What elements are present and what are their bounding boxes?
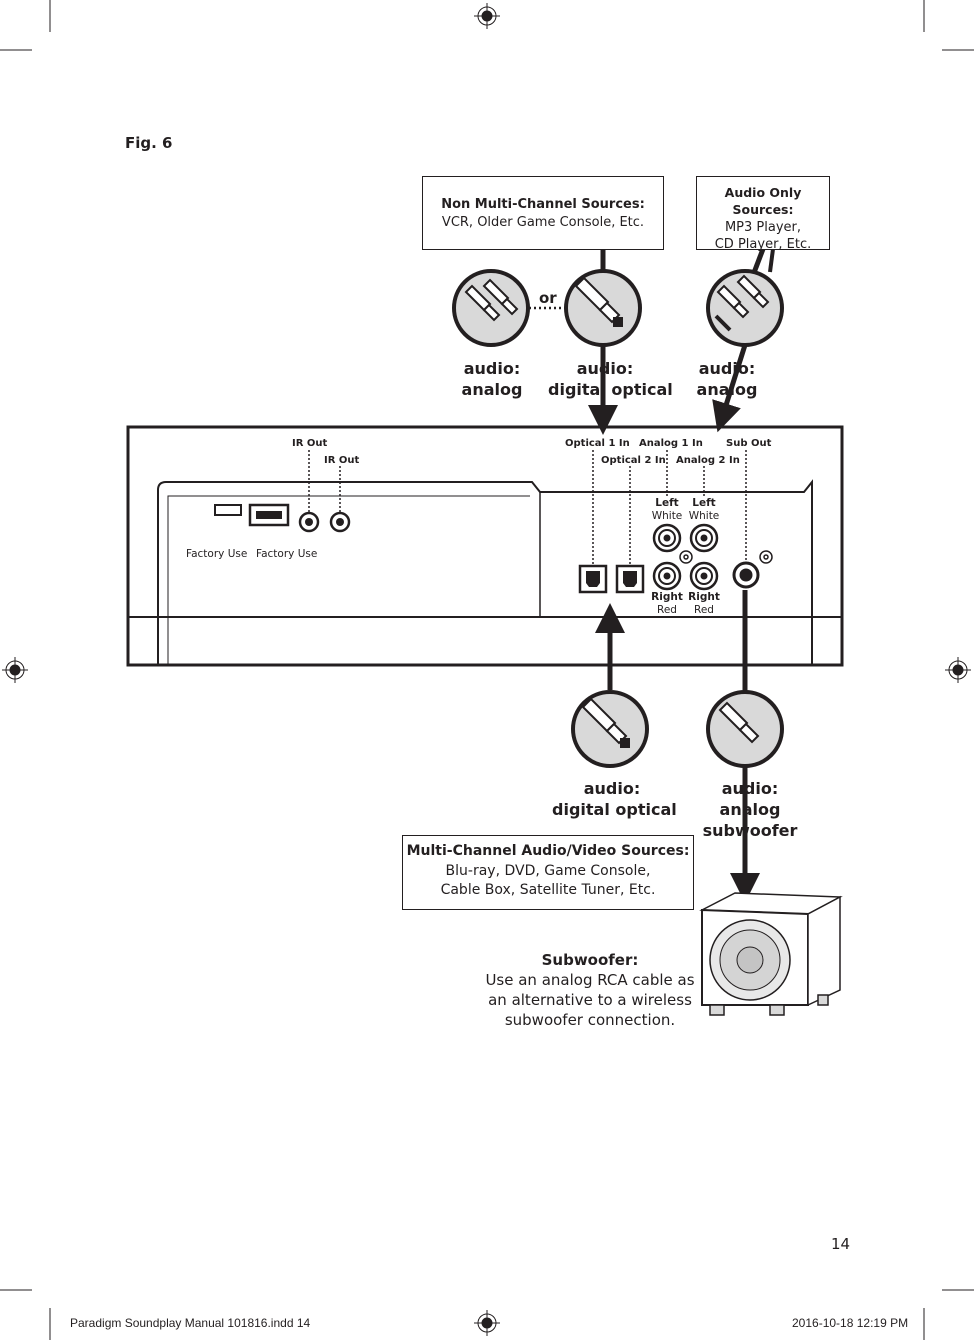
jack-color-label: Red bbox=[657, 604, 677, 616]
label-ir-out-2: IR Out bbox=[324, 455, 360, 466]
caption-line: audio: bbox=[721, 779, 779, 798]
audio-only-line2: CD Player, Etc. bbox=[714, 237, 812, 253]
caption-bottom-sub: audio: analog subwoofer bbox=[700, 778, 800, 841]
multi-channel-heading: Multi-Channel Audio/Video Sources: bbox=[406, 843, 690, 859]
arrow-analog-in bbox=[712, 344, 748, 433]
optical-1-port-icon bbox=[578, 564, 608, 594]
caption-line: digital optical bbox=[552, 800, 677, 819]
ir-out-jack-2-icon bbox=[329, 511, 351, 533]
screw-icon bbox=[679, 550, 693, 564]
caption-line: audio: bbox=[463, 359, 521, 378]
jack-side-label: Left bbox=[692, 497, 716, 509]
footer-timestamp: 2016-10-18 12:19 PM bbox=[792, 1316, 909, 1330]
jack-color-label: White bbox=[651, 510, 683, 522]
optical-2-port-icon bbox=[615, 564, 645, 594]
usb-port-icon bbox=[248, 503, 290, 527]
label-right-red-1: Right Red bbox=[647, 591, 687, 617]
analog-1-right-jack-icon bbox=[652, 561, 682, 591]
multi-channel-line1: Blu-ray, DVD, Game Console, bbox=[445, 862, 651, 879]
caption-top-optical: audio: digital optical bbox=[548, 358, 673, 400]
jack-side-label: Right bbox=[651, 591, 683, 603]
label-left-white-1: Left White bbox=[647, 497, 687, 523]
rca-pair-connector-icon bbox=[452, 269, 530, 347]
audio-only-line1: MP3 Player, bbox=[724, 219, 802, 235]
caption-line: analog bbox=[461, 380, 523, 399]
factory-port-small-icon bbox=[214, 504, 242, 516]
jack-side-label: Right bbox=[688, 591, 720, 603]
registration-mark-left-icon bbox=[2, 657, 28, 683]
audio-only-heading: Audio Only Sources: bbox=[724, 185, 802, 217]
caption-top-analog-left: audio: analog bbox=[452, 358, 532, 400]
multi-channel-box: Multi-Channel Audio/Video Sources: Blu-r… bbox=[402, 835, 694, 910]
subwoofer-line: Use an analog RCA cable as bbox=[485, 971, 695, 989]
analog-2-right-jack-icon bbox=[689, 561, 719, 591]
subwoofer-line: an alternative to a wireless bbox=[488, 991, 692, 1009]
subwoofer-icon bbox=[699, 892, 843, 1016]
analog-1-left-jack-icon bbox=[652, 523, 682, 553]
caption-bottom-optical: audio: digital optical bbox=[552, 778, 677, 820]
jack-color-label: White bbox=[688, 510, 720, 522]
label-ir-out-1: IR Out bbox=[292, 438, 328, 449]
subwoofer-line: subwoofer connection. bbox=[504, 1011, 676, 1029]
label-left-white-2: Left White bbox=[684, 497, 724, 523]
label-right-red-2: Right Red bbox=[684, 591, 724, 617]
caption-line: audio: bbox=[698, 359, 756, 378]
optical-connector-top-icon bbox=[564, 269, 642, 347]
label-optical-1-in: Optical 1 In bbox=[565, 438, 630, 449]
multi-channel-line2: Cable Box, Satellite Tuner, Etc. bbox=[440, 882, 656, 898]
footer-file-name: Paradigm Soundplay Manual 101816.indd 14 bbox=[70, 1316, 311, 1330]
caption-line: analog bbox=[719, 800, 781, 819]
caption-line: audio: bbox=[576, 359, 634, 378]
registration-mark-bottom-icon bbox=[474, 1310, 500, 1336]
rca-stereo-connector-icon bbox=[706, 269, 784, 347]
rca-sub-connector-icon bbox=[706, 690, 784, 768]
label-factory-use-1: Factory Use bbox=[186, 548, 248, 560]
caption-line: analog bbox=[696, 380, 758, 399]
analog-2-left-jack-icon bbox=[689, 523, 719, 553]
caption-line: digital optical bbox=[548, 380, 673, 399]
subwoofer-heading: Subwoofer: bbox=[541, 951, 639, 969]
non-multi-body: VCR, Older Game Console, Etc. bbox=[441, 214, 645, 230]
caption-line: audio: bbox=[583, 779, 641, 798]
page-number: 14 bbox=[831, 1235, 851, 1253]
caption-top-analog-right: audio: analog bbox=[687, 358, 767, 400]
optical-connector-bottom-icon bbox=[571, 690, 649, 768]
non-multi-channel-box: Non Multi-Channel Sources: VCR, Older Ga… bbox=[422, 176, 664, 250]
jack-color-label: Red bbox=[694, 604, 714, 616]
registration-mark-top-icon bbox=[474, 3, 500, 29]
ir-out-jack-1-icon bbox=[298, 511, 320, 533]
rear-panel bbox=[126, 425, 844, 667]
label-analog-2-in: Analog 2 In bbox=[676, 455, 740, 466]
audio-only-box: Audio Only Sources: MP3 Player, CD Playe… bbox=[696, 176, 830, 252]
subwoofer-note: Subwoofer: Use an analog RCA cable as an… bbox=[470, 950, 710, 1030]
figure-label: Fig. 6 bbox=[125, 134, 173, 152]
screw-icon bbox=[759, 550, 773, 564]
or-label: or bbox=[539, 289, 557, 307]
label-analog-1-in: Analog 1 In bbox=[639, 438, 703, 449]
registration-mark-right-icon bbox=[945, 657, 971, 683]
non-multi-heading: Non Multi-Channel Sources: bbox=[441, 197, 645, 212]
sub-out-jack-icon bbox=[732, 561, 760, 589]
caption-line: subwoofer bbox=[702, 821, 798, 840]
label-factory-use-2: Factory Use bbox=[256, 548, 318, 560]
label-optical-2-in: Optical 2 In bbox=[601, 455, 666, 466]
leader-lines bbox=[308, 450, 747, 566]
label-sub-out: Sub Out bbox=[726, 438, 772, 449]
jack-side-label: Left bbox=[655, 497, 679, 509]
